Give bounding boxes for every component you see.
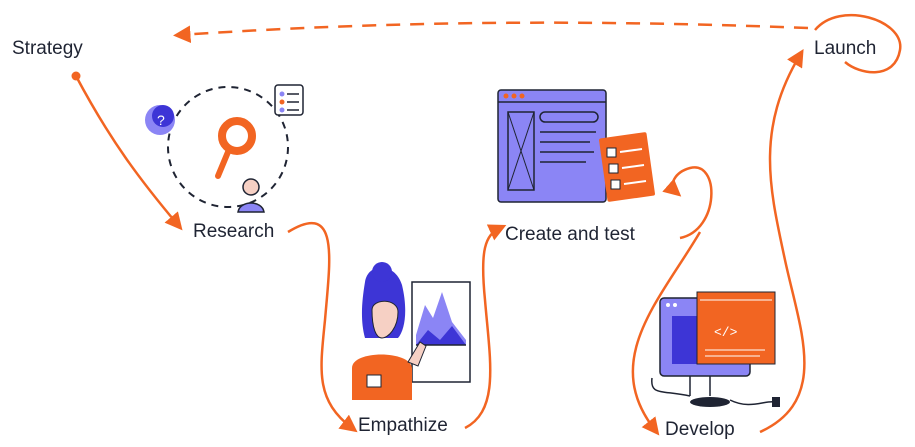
develop-illustration: </>: [651, 291, 780, 407]
flow-create-to-develop-descent: [631, 231, 702, 436]
flow-develop-to-launch: [759, 48, 806, 434]
person-icon: [237, 178, 265, 213]
step-label-strategy: Strategy: [12, 38, 83, 59]
flow-empathize-to-create: [464, 224, 507, 430]
checklist-icon: [599, 132, 655, 202]
flow-create-to-develop: [662, 166, 713, 240]
wireframe-icon: [507, 111, 599, 191]
step-label-empathize: Empathize: [358, 415, 448, 436]
svg-text:?: ?: [157, 112, 165, 128]
location-pin-icon: ?: [145, 105, 175, 135]
person-icon: [352, 262, 427, 400]
flow-research-to-empathize: [287, 221, 358, 433]
research-illustration: ?: [145, 84, 304, 213]
empathize-illustration: [352, 262, 471, 400]
flow-strategy-to-research: [74, 75, 183, 231]
create-illustration: [497, 89, 655, 203]
checklist-icon: [274, 84, 304, 116]
code-icon: </>: [696, 291, 776, 365]
flow-launch-to-strategy: [173, 21, 809, 44]
svg-text:</>: </>: [714, 325, 738, 340]
research-orbit: [167, 86, 289, 208]
magnifier-icon: [215, 117, 256, 179]
step-label-launch: Launch: [814, 38, 877, 59]
step-label-create-and-test: Create and test: [505, 224, 635, 245]
browser-window: [497, 89, 607, 203]
launch-loop: [814, 13, 902, 74]
step-label-develop: Develop: [665, 419, 735, 440]
plug-icon: [651, 377, 780, 407]
step-label-research: Research: [193, 221, 275, 242]
